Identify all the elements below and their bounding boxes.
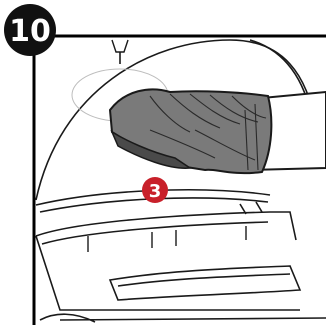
basket-base xyxy=(60,318,326,320)
callout-number-label: 3 xyxy=(149,181,162,202)
gloved-hand xyxy=(110,89,326,173)
basket-rivets xyxy=(88,226,246,252)
appliance-basket xyxy=(36,202,326,322)
step-number-label: 10 xyxy=(9,14,51,49)
illustration-frame xyxy=(34,36,326,325)
step-number-badge: 10 xyxy=(4,4,56,56)
basket-top-edge xyxy=(36,212,296,240)
basket-inner-edge xyxy=(42,222,268,244)
basket-handle-left xyxy=(40,314,95,322)
lid-handle-top xyxy=(112,40,128,52)
part-callout: 3 xyxy=(142,177,168,203)
